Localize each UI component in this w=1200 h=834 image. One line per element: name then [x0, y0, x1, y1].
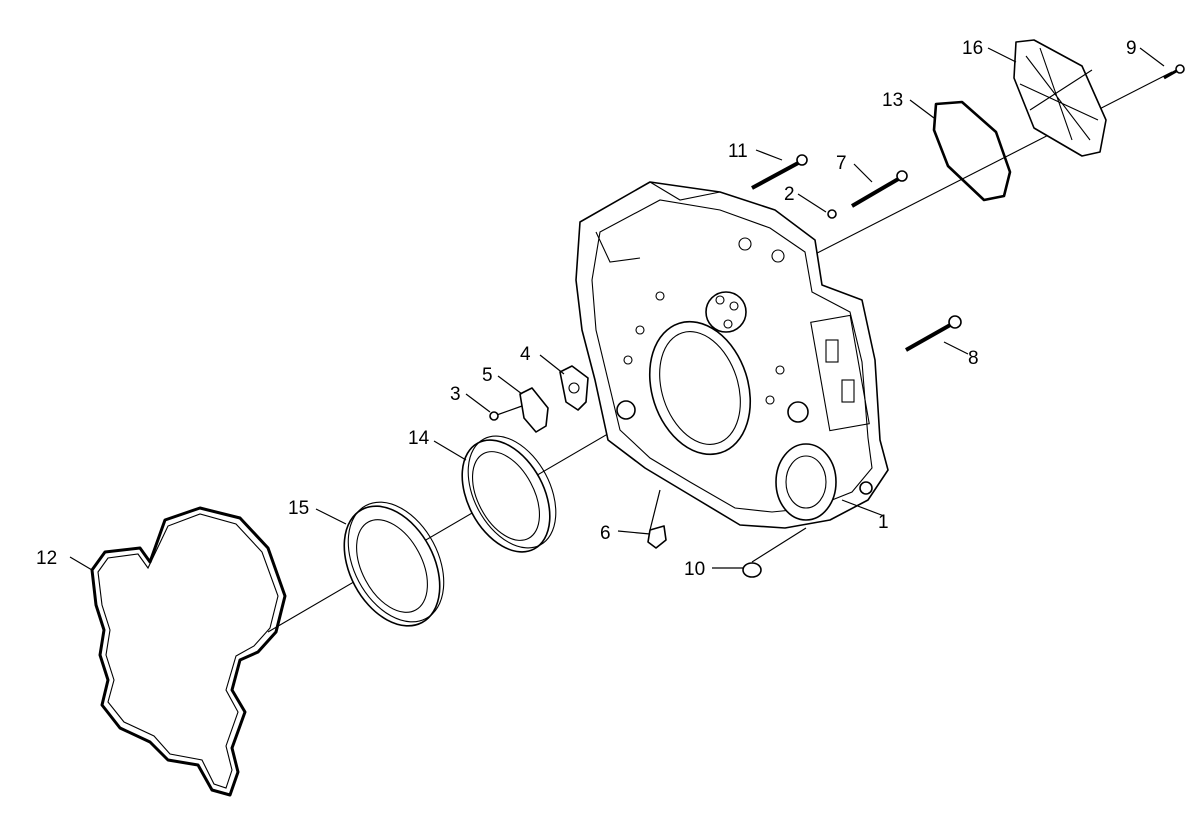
plug-6 [647, 525, 667, 549]
callout-12: 12 [36, 548, 57, 569]
cap-10 [742, 562, 762, 578]
washer-2 [827, 209, 837, 219]
front-cover-gasket-inner [97, 513, 279, 789]
oil-seal-15 [343, 501, 445, 627]
callout-4: 4 [520, 344, 531, 365]
leader-lines [69, 47, 1165, 571]
callout-13: 13 [882, 90, 903, 111]
callout-6: 6 [600, 523, 611, 544]
cover-plate-4 [559, 365, 589, 411]
callout-10: 10 [684, 559, 705, 580]
callout-2: 2 [784, 184, 795, 205]
callout-labels: 1 2 3 4 5 6 7 8 9 10 11 12 13 14 15 16 [36, 38, 1137, 580]
front-cover-gasket [90, 506, 287, 797]
callout-9: 9 [1126, 38, 1137, 59]
seal-ring-14 [461, 435, 557, 553]
gasket-13 [932, 100, 1012, 202]
callout-15: 15 [288, 498, 309, 519]
cover-plate-16 [1013, 39, 1107, 157]
callout-3: 3 [450, 384, 461, 405]
callout-8: 8 [968, 348, 979, 369]
bolt-8 [905, 315, 962, 352]
bolt-7 [850, 170, 908, 208]
callout-7: 7 [836, 153, 847, 174]
screw-3 [489, 405, 523, 421]
callout-14: 14 [408, 428, 430, 449]
callout-11: 11 [728, 141, 748, 162]
gasket-5 [519, 387, 549, 433]
callout-5: 5 [482, 365, 493, 386]
flywheel-housing [575, 181, 889, 529]
callout-1: 1 [878, 512, 889, 533]
bolt-11 [751, 154, 808, 190]
screw-9 [1163, 64, 1185, 80]
callout-16: 16 [962, 38, 983, 59]
